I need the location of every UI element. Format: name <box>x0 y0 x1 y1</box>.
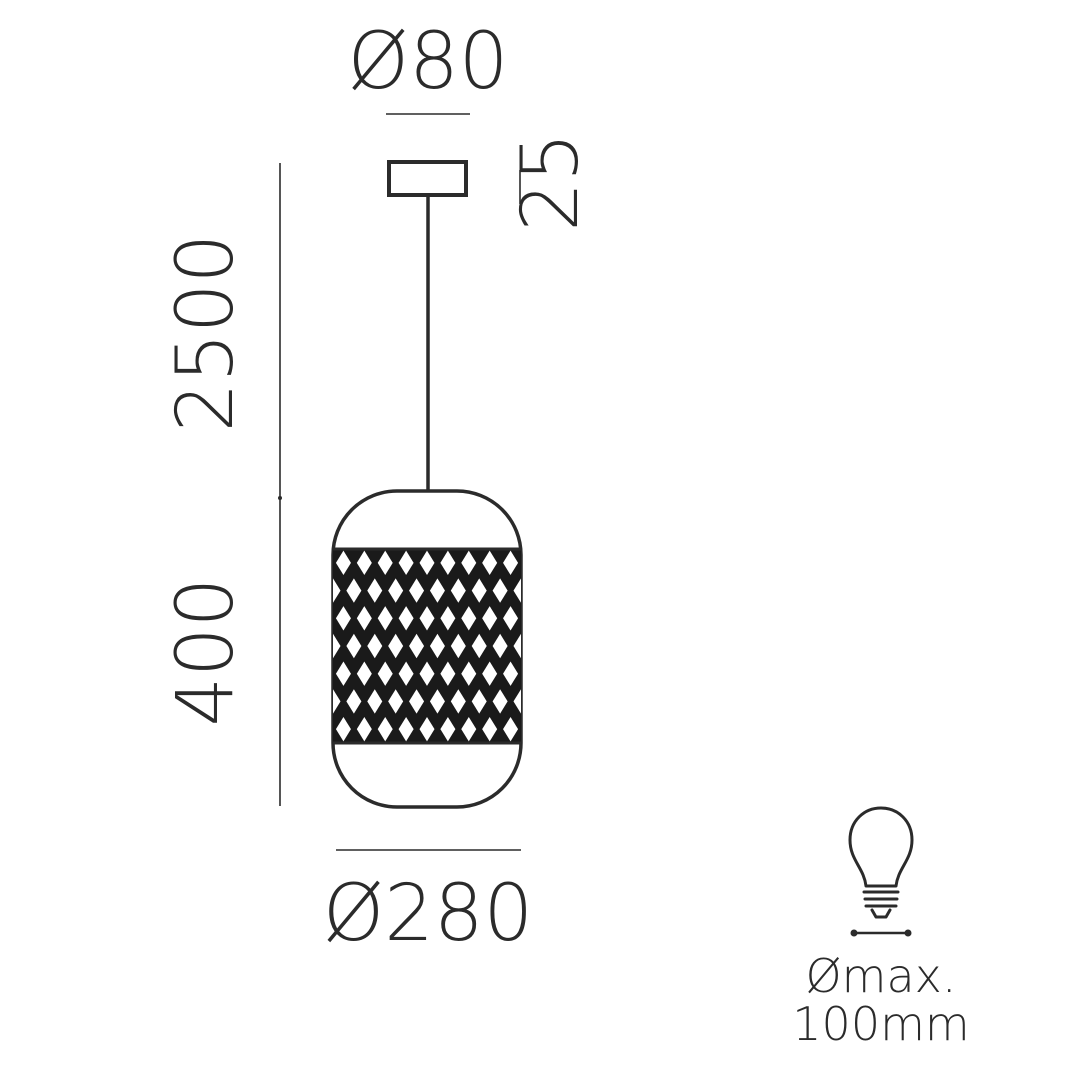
weave-opening <box>440 606 456 631</box>
weave-opening <box>534 578 549 602</box>
weave-opening <box>398 606 414 631</box>
weave-opening <box>419 661 435 686</box>
weave-opening <box>513 633 521 659</box>
weave-opening <box>409 578 425 603</box>
weave-opening <box>492 689 508 714</box>
weave-opening <box>482 661 498 686</box>
weave-opening <box>356 716 372 742</box>
weave-opening <box>398 716 414 742</box>
weave-opening <box>419 716 435 742</box>
weave-opening <box>377 661 393 686</box>
shade-height-label: 400 <box>161 578 251 727</box>
weave-opening <box>534 634 549 658</box>
weave-opening <box>388 689 404 714</box>
weave-opening <box>429 689 445 714</box>
weave-opening <box>524 662 539 686</box>
weave-opening <box>503 606 519 631</box>
weave-opening <box>315 662 330 686</box>
weave-opening <box>524 606 539 630</box>
weave-opening <box>333 633 341 659</box>
weave-opening <box>333 689 341 714</box>
weave-opening <box>377 606 393 631</box>
weave-opening <box>377 550 393 576</box>
weave-opening <box>492 633 508 659</box>
weave-opening <box>450 689 466 714</box>
weave-opening <box>346 578 362 603</box>
woven-pattern-band <box>315 549 549 743</box>
weave-opening <box>503 550 519 576</box>
weave-opening <box>461 661 477 686</box>
weave-opening <box>315 717 330 741</box>
bulb-max-diameter-note: Ømax. 100mm <box>770 952 992 1049</box>
shade-diameter-label: Ø280 <box>323 869 533 959</box>
weave-opening <box>440 716 456 742</box>
height-dimension-tick <box>278 496 282 500</box>
weave-opening <box>482 716 498 742</box>
weave-opening <box>419 550 435 576</box>
weave-opening <box>461 606 477 631</box>
weave-opening <box>471 633 487 659</box>
weave-opening <box>429 633 445 659</box>
canopy <box>387 160 468 197</box>
weave-opening <box>367 578 383 603</box>
bulb-diameter-marker <box>850 929 912 937</box>
weave-opening <box>450 578 466 603</box>
weave-opening <box>388 578 404 603</box>
weave-opening <box>315 551 330 575</box>
bulb-note-line-1: Ømax. <box>805 949 957 1003</box>
weave-opening <box>335 606 351 631</box>
weave-opening <box>356 606 372 631</box>
weave-opening <box>513 689 521 714</box>
weave-opening <box>419 606 435 631</box>
weave-opening <box>346 633 362 659</box>
weave-opening <box>524 551 539 575</box>
weave-opening <box>388 633 404 659</box>
weave-opening <box>398 661 414 686</box>
canopy-height-label: 25 <box>506 132 596 231</box>
weave-opening <box>524 717 539 741</box>
weave-opening <box>356 550 372 576</box>
weave-opening <box>471 689 487 714</box>
weave-opening <box>482 550 498 576</box>
cable-length-label: 2500 <box>161 234 251 433</box>
weave-opening <box>461 716 477 742</box>
weave-opening <box>440 550 456 576</box>
bulb-note-line-2: 100mm <box>792 997 970 1052</box>
light-bulb-icon <box>848 806 914 919</box>
weave-opening <box>440 661 456 686</box>
weave-opening <box>534 689 549 713</box>
weave-opening <box>335 550 351 576</box>
weave-opening <box>367 633 383 659</box>
weave-opening <box>409 633 425 659</box>
weave-opening <box>429 578 445 603</box>
weave-opening <box>482 606 498 631</box>
weave-opening <box>333 578 341 603</box>
weave-opening <box>503 716 519 742</box>
weave-opening <box>450 633 466 659</box>
weave-opening <box>367 689 383 714</box>
weave-opening <box>356 661 372 686</box>
weave-opening <box>409 689 425 714</box>
weave-opening <box>335 661 351 686</box>
weave-opening <box>513 578 521 603</box>
weave-opening <box>492 578 508 603</box>
weave-opening <box>471 578 487 603</box>
canopy-diameter-label: Ø80 <box>348 17 509 107</box>
weave-opening <box>315 606 330 630</box>
weave-opening <box>461 550 477 576</box>
weave-opening <box>335 716 351 742</box>
weave-opening <box>503 661 519 686</box>
weave-opening <box>398 550 414 576</box>
weave-opening <box>346 689 362 714</box>
weave-opening <box>377 716 393 742</box>
